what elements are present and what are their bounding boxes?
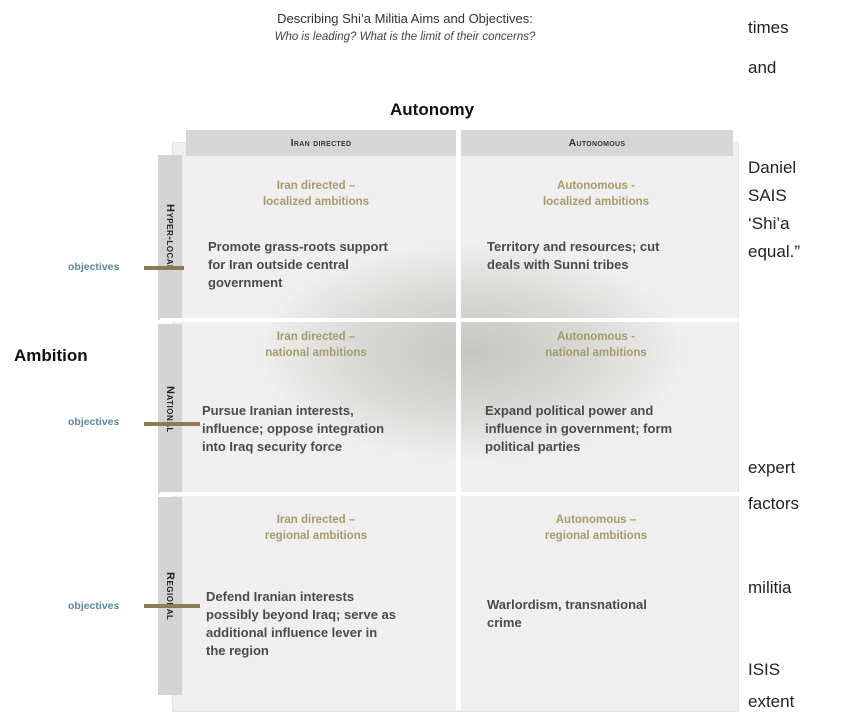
title-text: Describing Shi’a Militia Aims and Object… xyxy=(277,11,533,26)
row-tab-national: National xyxy=(158,324,182,494)
axis-label-ambition: Ambition xyxy=(14,346,88,365)
row-label-hyper-local: Hyper-local xyxy=(164,204,176,271)
objectives-connector xyxy=(144,422,200,426)
row-tab-hyper-local: Hyper-local xyxy=(158,155,182,320)
subtitle-text: Who is leading? What is the limit of the… xyxy=(274,31,536,43)
cell-heading-autonomous-national: Autonomous - national ambitions xyxy=(545,331,647,359)
side-word: times xyxy=(748,18,789,37)
row-label-regional: Regional xyxy=(164,571,176,621)
cell-objective-autonomous-regional: Warlordism, transnational crime xyxy=(487,597,647,630)
quadrant-divider-vertical xyxy=(456,130,461,710)
matrix-background xyxy=(172,142,739,712)
row-tab-regional: Regional xyxy=(158,497,182,695)
column-header-iran-directed: Iran directed xyxy=(186,130,456,156)
side-word: extent xyxy=(748,692,795,711)
cell-objective-autonomous-local: Territory and resources; cut deals with … xyxy=(487,239,660,272)
side-word: equal.” xyxy=(748,242,800,261)
cell-objective-iran-local: Promote grass-roots support for Iran out… xyxy=(208,239,388,290)
cell-heading-autonomous-regional: Autonomous – regional ambitions xyxy=(544,514,648,542)
cell-objective-iran-regional: Defend Iranian interests possibly beyond… xyxy=(206,589,397,658)
cell-heading-iran-regional: Iran directed – regional ambitions xyxy=(264,514,368,542)
cell-objective-iran-national: Pursue Iranian interests, influence; opp… xyxy=(202,403,385,454)
cell-heading-autonomous-local: Autonomous - localized ambitions xyxy=(542,180,650,208)
militia-photo-image xyxy=(262,245,682,460)
side-word: Daniel xyxy=(748,158,797,177)
side-word: factors xyxy=(748,494,800,513)
cell-heading-iran-national: Iran directed – national ambitions xyxy=(265,331,367,359)
side-word: militia xyxy=(748,578,792,597)
objectives-connector xyxy=(144,604,200,608)
row-divider xyxy=(160,318,775,322)
side-word: and xyxy=(748,58,777,77)
axis-label-autonomy: Autonomy xyxy=(390,100,475,119)
objectives-connector xyxy=(144,266,184,270)
side-word: SAIS xyxy=(748,186,787,205)
diagram-title: Describing Shi’a Militia Aims and Object… xyxy=(200,10,610,46)
objectives-label: objectives xyxy=(68,261,120,273)
side-word: ISIS xyxy=(748,660,781,679)
side-word: ‘Shi’a xyxy=(748,214,790,233)
column-header-autonomous: Autonomous xyxy=(461,130,733,156)
cell-heading-iran-local: Iran directed – localized ambitions xyxy=(262,180,370,208)
row-divider xyxy=(160,492,750,496)
row-label-national: National xyxy=(164,385,176,433)
objectives-label: objectives xyxy=(68,416,120,428)
objectives-label: objectives xyxy=(68,600,120,612)
side-word: expert xyxy=(748,458,796,477)
cell-objective-autonomous-national: Expand political power and influence in … xyxy=(485,403,673,454)
